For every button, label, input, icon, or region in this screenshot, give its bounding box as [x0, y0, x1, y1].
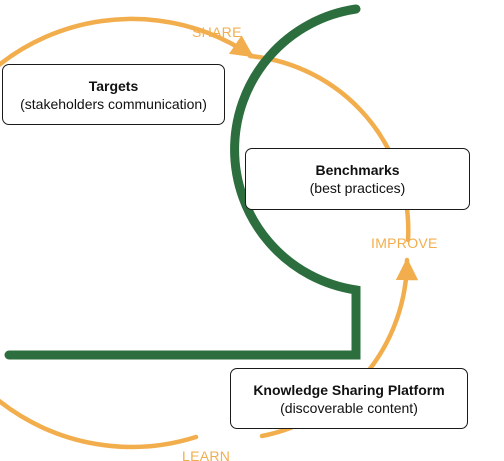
platform-title: Knowledge Sharing Platform — [253, 381, 445, 398]
improve-label: IMPROVE — [371, 235, 438, 251]
learn-label: LEARN — [182, 448, 231, 461]
benchmarks-subtitle: (best practices) — [309, 180, 406, 196]
platform-subtitle: (discoverable content) — [280, 399, 418, 416]
platform-box: Knowledge Sharing Platform (discoverable… — [230, 368, 468, 429]
benchmarks-title: Benchmarks — [315, 162, 400, 178]
targets-title: Targets — [88, 77, 139, 94]
targets-box: Targets (stakeholders communication) — [2, 64, 225, 125]
share-label: SHARE — [192, 24, 242, 40]
targets-subtitle: (stakeholders communication) — [20, 95, 207, 112]
arrow-learn-to-share — [0, 16, 255, 450]
benchmarks-box: Benchmarks (best practices) — [245, 148, 470, 210]
green-bracket-line — [4, 4, 361, 360]
